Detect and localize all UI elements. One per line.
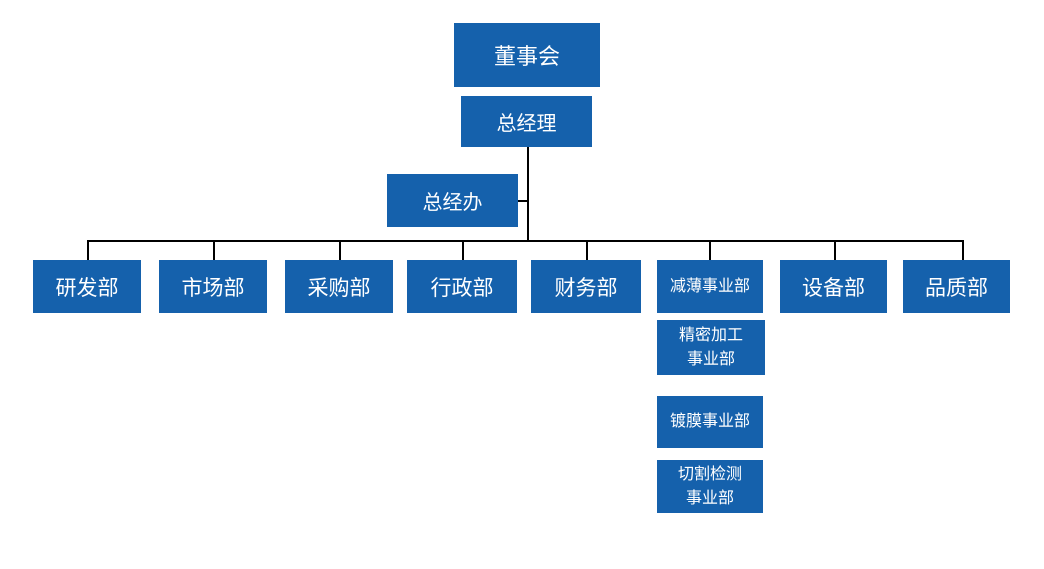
connector-drop-rd (87, 240, 89, 260)
connector-drop-admin (462, 240, 464, 260)
connector-drop-finance (586, 240, 588, 260)
org-node-thinning-bu: 减薄事业部 (657, 260, 763, 313)
org-node-equipment-dept: 设备部 (780, 260, 887, 313)
org-node-label-line: 事业部 (686, 350, 735, 368)
connector-drop-purchasing (339, 240, 341, 260)
org-node-precision-machining-bu: 精密加工 事业部 (657, 320, 765, 375)
org-node-marketing-dept: 市场部 (159, 260, 267, 313)
connector-gm-down (527, 147, 529, 241)
org-node-label-line: 切割检测 (677, 465, 742, 483)
connector-drop-marketing (213, 240, 215, 260)
connector-drop-equipment (834, 240, 836, 260)
connector-drop-thinning (709, 240, 711, 260)
connector-department-bus (87, 240, 964, 242)
org-node-label-line: 事业部 (685, 489, 734, 507)
connector-drop-quality (962, 240, 964, 260)
org-node-admin-dept: 行政部 (407, 260, 517, 313)
org-node-rd-dept: 研发部 (33, 260, 141, 313)
org-node-purchasing-dept: 采购部 (285, 260, 393, 313)
org-node-coating-bu: 镀膜事业部 (657, 396, 763, 448)
org-node-quality-dept: 品质部 (903, 260, 1010, 313)
org-node-general-manager: 总经理 (461, 96, 592, 147)
org-node-label-line: 精密加工 (678, 326, 743, 344)
org-node-finance-dept: 财务部 (531, 260, 641, 313)
org-node-cutting-inspection-bu: 切割检测 事业部 (657, 460, 763, 513)
org-node-gm-office: 总经办 (387, 174, 518, 227)
org-node-board: 董事会 (454, 23, 600, 87)
connector-gm-office-stub (517, 200, 528, 202)
